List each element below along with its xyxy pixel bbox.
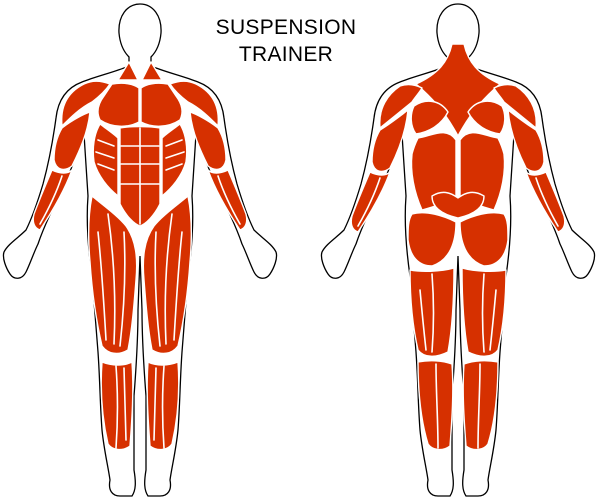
infraspinatus-right [467,100,506,135]
diagram-title: SUSPENSION TRAINER [196,14,376,68]
shin-right-lines [153,365,165,449]
biceps-left [53,111,91,171]
calf-left-lines [435,363,439,449]
serratus-left-lines [95,139,115,171]
calf-left [417,359,454,451]
front-body-outline [2,3,278,497]
triceps-right [507,109,545,173]
hamstring-left [409,267,455,357]
latissimus-left [410,131,457,211]
abdominal-lines [120,127,160,225]
oblique-left [92,123,119,197]
title-line-1: SUSPENSION [215,16,357,39]
calf-right-lines [477,363,481,449]
quadriceps-right-lines [154,213,183,347]
back-forearm-left-line [357,177,381,227]
front-body-view [2,3,278,497]
serratus-right-lines [165,139,185,171]
quadriceps-left-lines [97,213,126,347]
hamstring-right [461,267,507,357]
back-trapezius [415,43,501,137]
hamstring-left-lines [419,273,435,353]
biceps-right [189,111,227,171]
gluteus-left [407,212,457,267]
pectoral-right [140,82,183,127]
shin-left-lines [115,365,127,449]
hamstring-right-lines [481,273,497,353]
front-deltoid-right [169,80,219,127]
latissimus-right [459,131,506,211]
forearm-right-line [217,175,241,225]
lower-back [431,191,485,219]
back-body-view [320,3,596,497]
front-deltoid-left [61,80,111,127]
calf-right [462,359,499,451]
infraspinatus-left [410,100,449,135]
forearm-left-line [39,175,63,225]
front-trapezius-right [141,61,163,81]
triceps-left [371,109,409,173]
rear-deltoid-right [493,83,537,129]
oblique-right [161,123,188,197]
gluteus-right [459,212,509,267]
front-trapezius-left [117,61,139,81]
pectoral-left [97,82,140,127]
title-line-2: TRAINER [238,43,334,66]
back-forearm-right-line [535,177,559,227]
rear-deltoid-left [379,83,423,129]
